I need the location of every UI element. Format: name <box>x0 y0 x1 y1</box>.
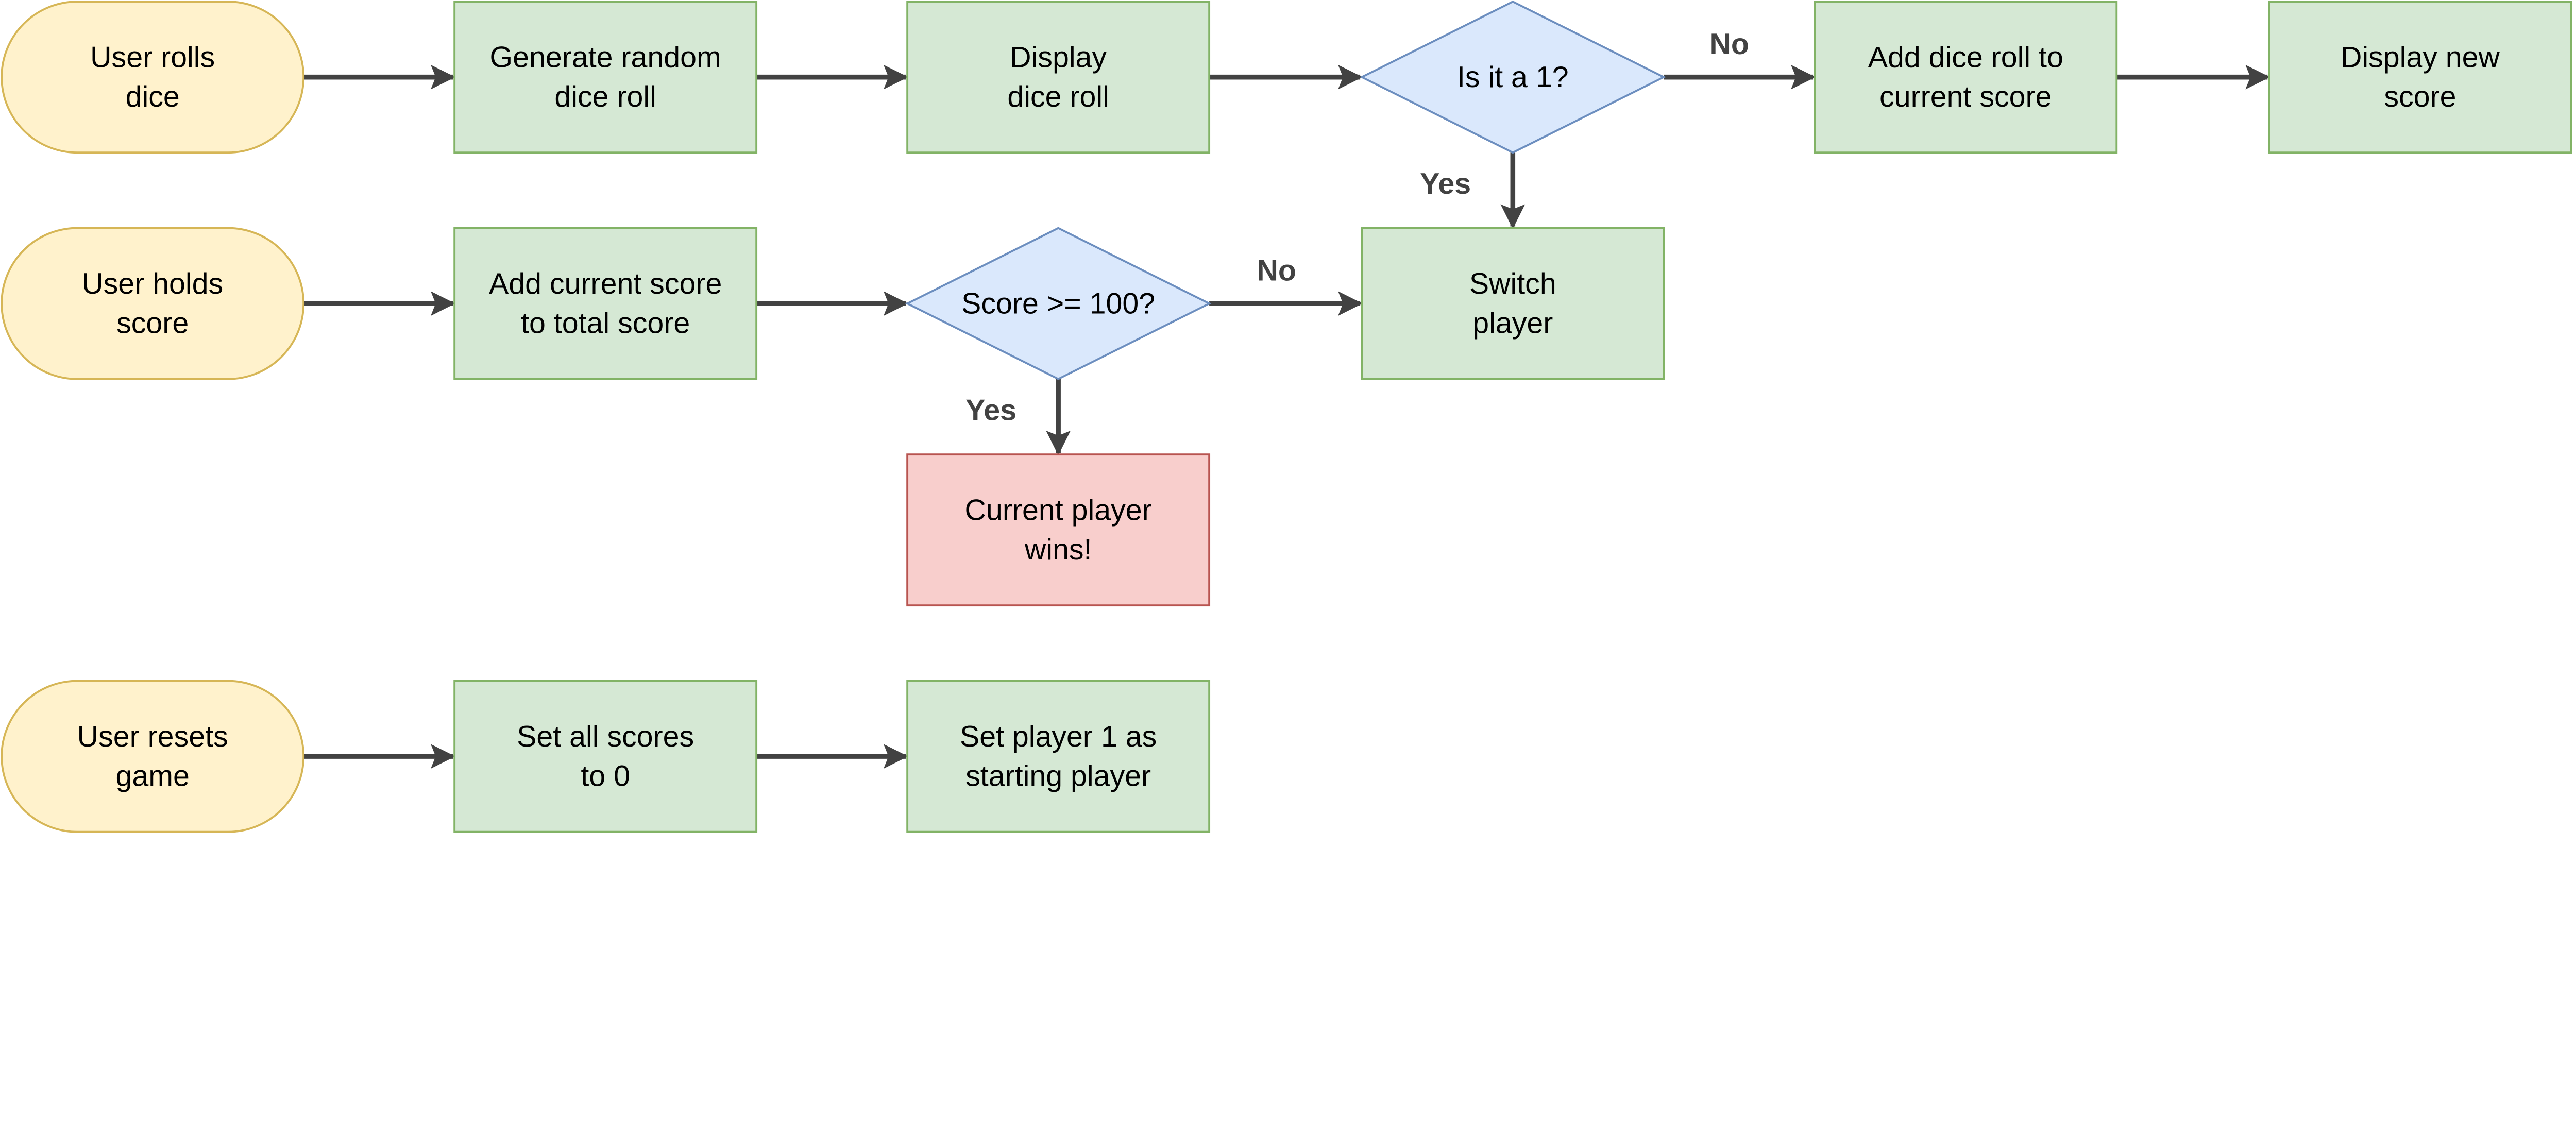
process-shape <box>453 227 758 380</box>
node-setp1: Set player 1 as starting player <box>906 680 1211 833</box>
node-label: Display new <box>2341 41 2500 74</box>
node-label: Generate random <box>490 41 721 74</box>
node-label: score <box>116 307 189 340</box>
node-label: dice roll <box>554 80 656 113</box>
node-label: Set player 1 as <box>960 720 1157 753</box>
node-label: Add dice roll to <box>1868 41 2063 74</box>
terminator-shape <box>1 227 305 380</box>
node-label: Add current score <box>489 267 722 300</box>
process-shape <box>453 680 758 833</box>
node-addtotal: Add current score to total score <box>453 227 758 380</box>
node-shownew: Display new score <box>2268 1 2572 154</box>
edge-ge100-to-wins: Yes <box>965 379 1071 455</box>
node-label: score <box>2384 80 2456 113</box>
node-hold: User holds score <box>1 227 305 380</box>
node-label: starting player <box>965 759 1151 792</box>
node-label: User rolls <box>90 41 215 74</box>
edge-is1-to-add: No <box>1664 28 1816 90</box>
node-label: dice <box>126 80 180 113</box>
node-label: current score <box>1879 80 2052 113</box>
decision-shape <box>1360 1 1666 154</box>
node-label: player <box>1472 307 1553 340</box>
node-switch: Switch player <box>1361 227 1665 380</box>
node-label: wins! <box>1024 533 1092 566</box>
edge-ge100-to-switch: No <box>1209 255 1363 316</box>
edge-label: Yes <box>965 394 1016 427</box>
node-add: Add dice roll to current score <box>1814 1 2118 154</box>
node-label: Is it a 1? <box>1457 61 1569 94</box>
process-shape <box>906 1 1211 154</box>
decision-shape <box>905 227 1212 380</box>
node-label: Switch <box>1469 267 1556 300</box>
node-label: Current player <box>965 494 1152 527</box>
node-wins: Current player wins! <box>906 453 1211 607</box>
node-label: dice roll <box>1007 80 1109 113</box>
node-label: User holds <box>82 267 223 300</box>
node-label: game <box>115 759 189 792</box>
process-shape <box>1814 1 2118 154</box>
node-label: User resets <box>77 720 228 753</box>
node-label: Set all scores <box>517 720 694 753</box>
node-roll: User rolls dice <box>1 1 305 154</box>
node-label: Display <box>1010 41 1107 74</box>
node-gen: Generate random dice roll <box>453 1 758 154</box>
node-ge100: Score >= 100? <box>905 227 1212 380</box>
edge-label: No <box>1257 255 1296 287</box>
node-label: to 0 <box>581 759 630 792</box>
edge-label: Yes <box>1420 167 1471 200</box>
node-is1: Is it a 1? <box>1360 1 1666 154</box>
edge-is1-to-switch: Yes <box>1420 152 1526 229</box>
end-shape <box>906 453 1211 607</box>
process-shape <box>906 680 1211 833</box>
node-setzero: Set all scores to 0 <box>453 680 758 833</box>
terminator-shape <box>1 1 305 154</box>
node-label: Score >= 100? <box>961 287 1155 320</box>
edge-label: No <box>1709 28 1749 61</box>
process-shape <box>1361 227 1665 380</box>
terminator-shape <box>1 680 305 833</box>
process-shape <box>453 1 758 154</box>
process-shape <box>2268 1 2572 154</box>
node-label: to total score <box>521 307 690 340</box>
node-reset: User resets game <box>1 680 305 833</box>
node-display: Display dice roll <box>906 1 1211 154</box>
